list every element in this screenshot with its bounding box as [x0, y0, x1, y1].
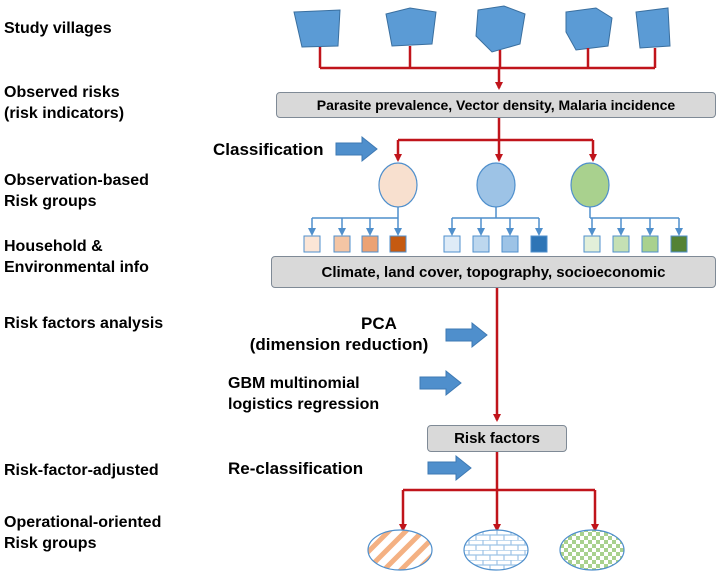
- pca-arrow: [445, 321, 488, 349]
- subgroup-square-green-1: [583, 235, 601, 253]
- subgroup-square-peach-2: [333, 235, 351, 253]
- subgroup-square-green-4: [670, 235, 688, 253]
- operational-group-checker: [559, 529, 625, 571]
- label-reclassification: Re-classification: [228, 459, 364, 478]
- label-observed-risks: Observed risks (risk indicators): [4, 82, 124, 124]
- subgroup-square-peach-3: [361, 235, 379, 253]
- village-4: [565, 7, 613, 51]
- risk-group-green: [570, 162, 610, 208]
- classification-connectors: [394, 118, 597, 162]
- risk-group-peach: [378, 162, 418, 208]
- subgroup-square-green-3: [641, 235, 659, 253]
- reclassification-arrow: [427, 454, 472, 482]
- subgroup-square-blue-3: [501, 235, 519, 253]
- label-observation-groups-line1: Observation-based: [4, 172, 149, 189]
- risk-factors-box: Risk factors: [427, 425, 567, 452]
- block-arrows: [335, 135, 488, 482]
- village-1: [293, 9, 341, 48]
- gbm-arrow: [419, 369, 462, 397]
- label-risk-factor-adjusted: Risk-factor-adjusted: [4, 462, 159, 479]
- label-observation-groups: Observation-based Risk groups: [4, 170, 149, 212]
- operational-group-stripes: [367, 529, 433, 571]
- label-pca-line2: (dimension reduction): [249, 335, 429, 354]
- label-classification: Classification: [213, 140, 324, 159]
- label-household-info: Household & Environmental info: [4, 236, 149, 278]
- label-observed-risks-line1: Observed risks: [4, 84, 120, 101]
- label-observation-groups-line2: Risk groups: [4, 193, 97, 210]
- risk-group-blue: [476, 162, 516, 208]
- village-shapes: [293, 5, 671, 53]
- risk-indicators-box: Parasite prevalence, Vector density, Mal…: [276, 92, 716, 118]
- subgroup-square-peach-4: [389, 235, 407, 253]
- label-study-villages: Study villages: [4, 20, 112, 37]
- label-operational-groups-line1: Operational-oriented: [4, 514, 162, 531]
- environment-info-box: Climate, land cover, topography, socioec…: [271, 256, 716, 288]
- label-gbm-line2: logistics regression: [228, 396, 380, 413]
- subgroup-branches: [303, 207, 688, 253]
- label-gbm-line1: GBM multinomial: [228, 375, 360, 392]
- label-household-line2: Environmental info: [4, 259, 149, 276]
- label-gbm: GBM multinomial logistics regression: [228, 373, 379, 415]
- label-pca: PCA (dimension reduction): [248, 313, 430, 355]
- classification-arrow: [335, 135, 378, 163]
- label-risk-factors-analysis: Risk factors analysis: [4, 315, 164, 332]
- subgroup-square-blue-1: [443, 235, 461, 253]
- label-observed-risks-line2: (risk indicators): [4, 105, 125, 122]
- subgroup-square-blue-4: [530, 235, 548, 253]
- label-operational-groups-line2: Risk groups: [4, 535, 97, 552]
- label-pca-line1: PCA: [361, 314, 397, 333]
- village-3: [475, 5, 526, 53]
- village-2: [385, 7, 437, 47]
- village-connectors: [318, 46, 657, 90]
- label-operational-groups: Operational-oriented Risk groups: [4, 512, 161, 554]
- analysis-connectors: [399, 288, 599, 532]
- village-5: [635, 7, 671, 49]
- subgroup-square-blue-2: [472, 235, 490, 253]
- subgroup-square-peach-1: [303, 235, 321, 253]
- subgroup-square-green-2: [612, 235, 630, 253]
- label-household-line1: Household &: [4, 238, 103, 255]
- operational-group-brick: [463, 529, 529, 571]
